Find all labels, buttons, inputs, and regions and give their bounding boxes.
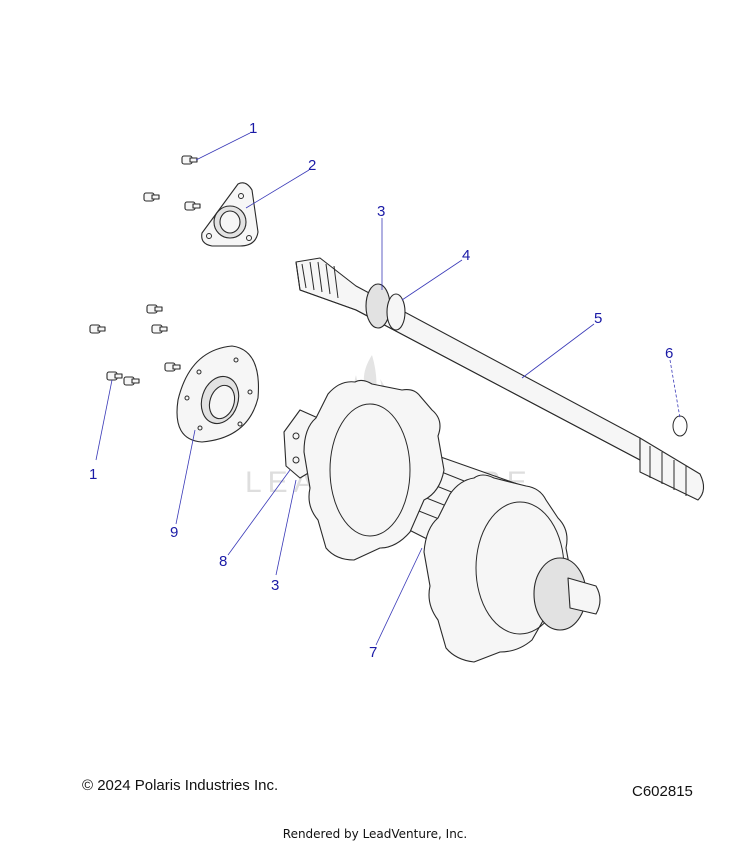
shaft-ring [386,293,406,331]
bolt [146,304,163,314]
callout-6: 6 [665,345,673,362]
callout-3-top: 3 [377,203,385,220]
callout-4: 4 [462,247,470,264]
bolt [181,155,198,165]
bearing-flange [201,182,259,247]
bolt [89,324,106,334]
callout-8: 8 [219,553,227,570]
bolt [143,192,160,202]
seal-plate [176,345,260,443]
bolt-group-left [89,304,181,386]
copyright-text: © 2024 Polaris Industries Inc. [82,777,279,794]
diagram-code: C602815 [632,783,693,800]
bolt [184,201,201,211]
leader-lines [95,132,681,646]
rendered-by-text: Rendered by LeadVenture, Inc. [282,827,468,841]
callout-3-bottom: 3 [271,577,279,594]
callout-1-top: 1 [249,120,257,137]
callout-1-bottom: 1 [89,466,97,483]
snap-ring [672,415,688,437]
bolt-group-top [143,155,201,211]
bolt [164,362,181,372]
bolt [151,324,168,334]
callout-2: 2 [308,157,316,174]
callout-7: 7 [369,644,377,661]
shaft-bearing [365,283,391,329]
callouts: 1 2 3 4 5 6 1 9 8 3 7 [89,120,673,661]
callout-9: 9 [170,524,178,541]
bolt [106,371,123,381]
drive-shaft [295,257,705,501]
drive-sprocket-assembly [283,379,601,663]
bolt [123,376,140,386]
callout-5: 5 [594,310,602,327]
